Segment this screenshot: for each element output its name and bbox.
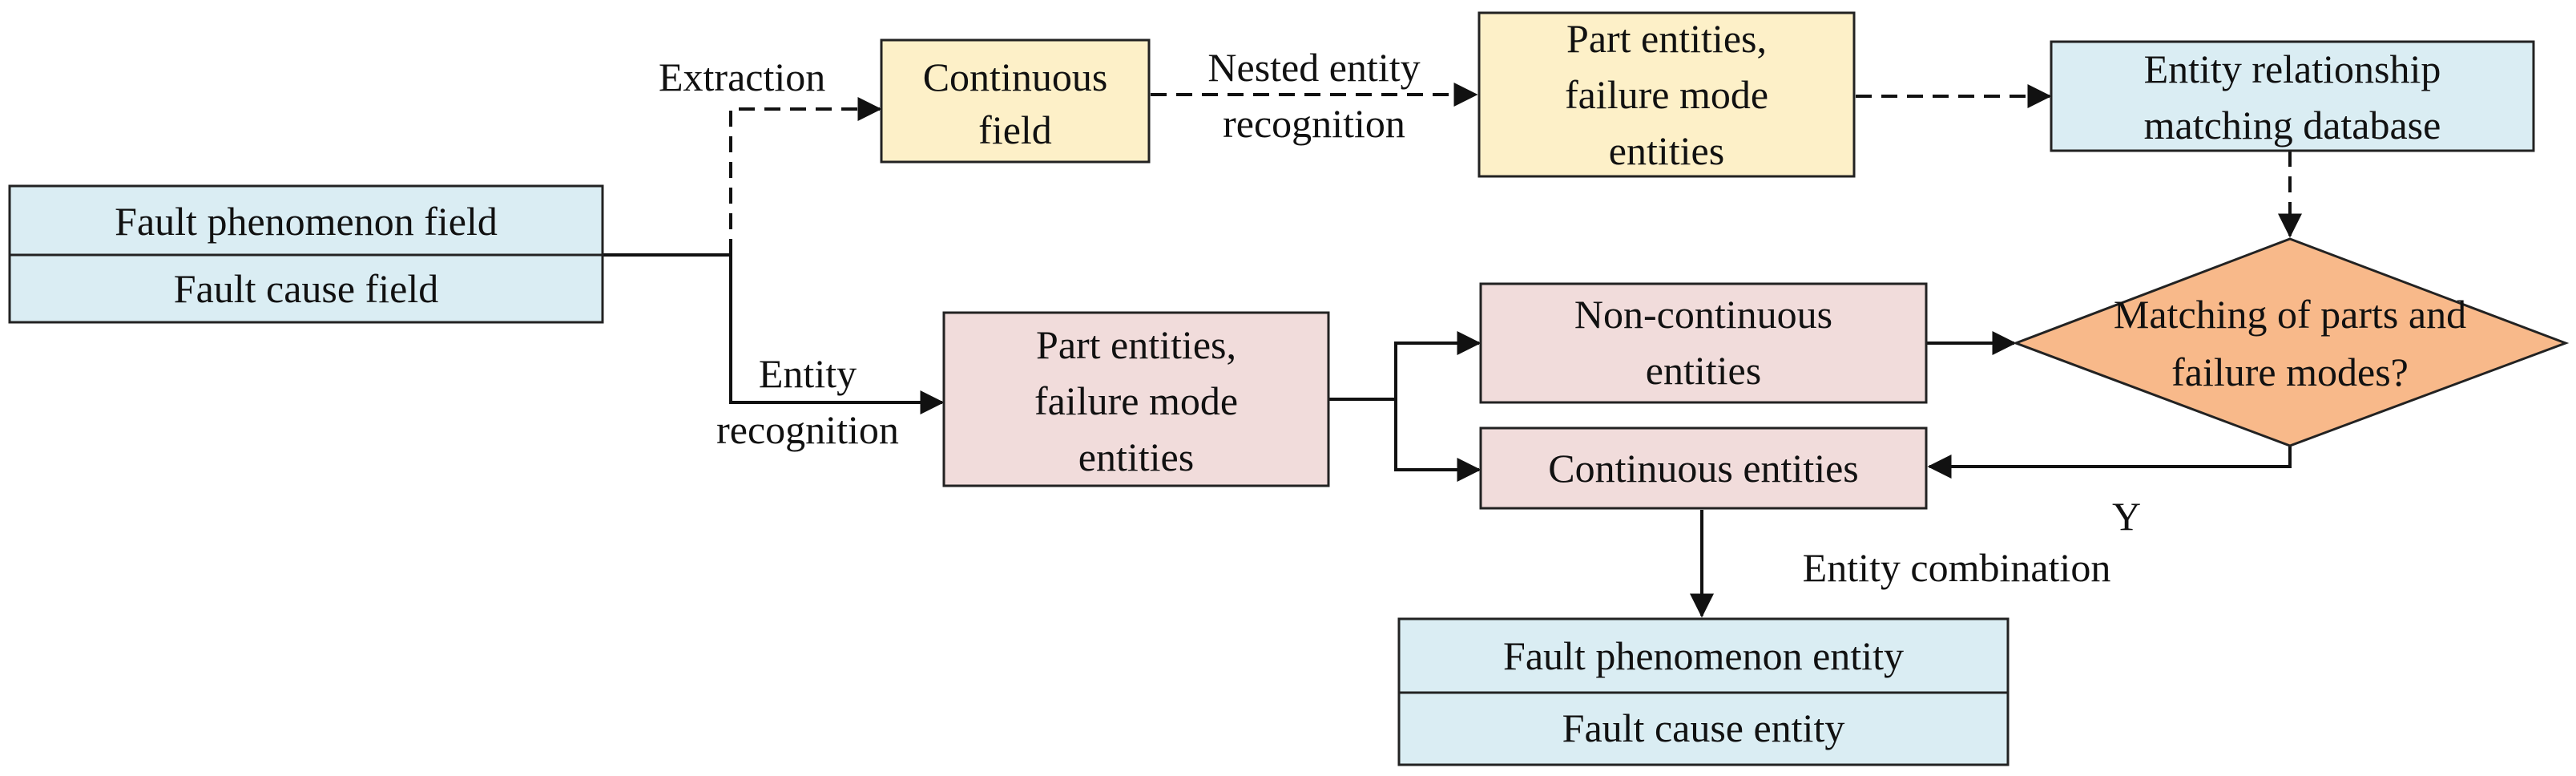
continuous-field-node: Continuous field [880, 38, 1151, 164]
connector-decision-yes [1927, 446, 2292, 479]
part-entities-bottom-node: Part entities, failure mode entities [942, 311, 1330, 487]
edge-label-entity-line-2: recognition [716, 407, 899, 452]
fault-cause-entity-label: Fault cause entity [1562, 705, 1845, 750]
fault-cause-field-box [8, 253, 604, 324]
part-entities-top-line-1: Part entities, [1566, 16, 1767, 61]
connector-to-non-continuous [1394, 331, 1482, 399]
relationship-database-line-1: Entity relationship [2144, 46, 2441, 91]
part-entities-bottom-line-1: Part entities, [1036, 322, 1236, 367]
fault-fields-node: Fault phenomenon field Fault cause field [8, 184, 604, 324]
fault-phenomenon-field-label: Fault phenomenon field [115, 199, 498, 244]
matching-decision-line-2: failure modes? [2171, 350, 2409, 394]
connector-to-continuous [1394, 399, 1482, 482]
part-entities-top-line-3: entities [1609, 128, 1724, 173]
part-entities-top-line-2: failure mode [1565, 72, 1768, 117]
fault-phenomenon-entity-label: Fault phenomenon entity [1503, 633, 1904, 678]
continuous-field-line-2: field [978, 107, 1052, 152]
relationship-database-line-2: matching database [2144, 103, 2441, 148]
edge-label-yes: Y [2112, 494, 2141, 539]
matching-decision-line-1: Matching of parts and [2114, 292, 2466, 337]
edge-label-entity-line-1: Entity [759, 351, 857, 396]
continuous-entities-node: Continuous entities [1479, 426, 1928, 510]
fault-entities-node: Fault phenomenon entity Fault cause enti… [1397, 617, 2010, 766]
fault-cause-field-label: Fault cause field [174, 266, 438, 311]
connector-extraction [729, 97, 882, 255]
connector-entity-recognition [729, 255, 945, 414]
part-entities-top-node: Part entities, failure mode entities [1477, 11, 1856, 178]
edge-label-extraction: Extraction [659, 55, 825, 99]
edge-label-entity-combination: Entity combination [1803, 545, 2111, 590]
part-entities-bottom-line-2: failure mode [1034, 378, 1238, 423]
part-entities-bottom-line-3: entities [1078, 434, 1194, 479]
edge-label-nested-line-2: recognition [1223, 101, 1405, 146]
non-continuous-line-1: Non-continuous [1574, 292, 1832, 337]
relationship-database-node: Entity relationship matching database [2050, 40, 2535, 152]
non-continuous-line-2: entities [1646, 348, 1761, 393]
non-continuous-entities-node: Non-continuous entities [1479, 282, 1928, 404]
continuous-entities-label: Continuous entities [1548, 446, 1859, 491]
matching-decision-node: Matching of parts and failure modes? [2012, 237, 2570, 447]
continuous-field-line-1: Continuous [923, 55, 1108, 99]
edge-label-nested-line-1: Nested entity [1207, 45, 1420, 90]
